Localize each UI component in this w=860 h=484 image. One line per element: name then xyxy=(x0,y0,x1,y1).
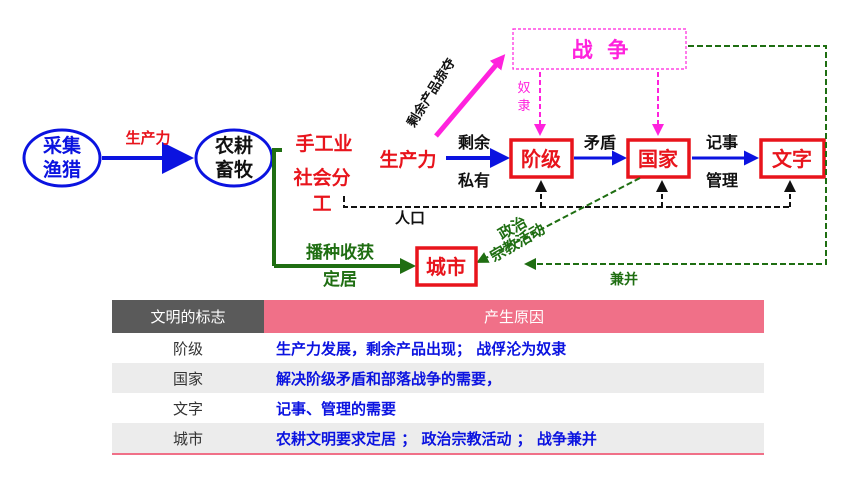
node-class-label: 阶级 xyxy=(521,147,561,171)
cell-reason: 农耕文明要求定居 ； 政治宗教活动 ； 战争兼并 xyxy=(264,423,764,455)
label-social-division-1: 社会分 xyxy=(292,166,350,189)
node-writing: 文字 xyxy=(759,138,826,179)
node-city-label: 城市 xyxy=(426,255,466,279)
label-settle: 定居 xyxy=(323,269,357,290)
label-productivity: 生产力 xyxy=(379,148,436,171)
cell-sign: 阶级 xyxy=(112,333,264,363)
label-manage: 管理 xyxy=(706,171,738,190)
cell-reason: 生产力发展，剩余产品出现； 战俘沦为奴隶 xyxy=(264,333,764,363)
label-population: 人口 xyxy=(395,209,425,227)
label-handicraft: 手工业 xyxy=(295,132,352,155)
label-annex: 兼并 xyxy=(610,271,638,288)
node-farm-line1: 农耕 xyxy=(214,134,253,157)
cell-reason: 解决阶级矛盾和部落战争的需要， xyxy=(264,363,764,393)
label-sow-harvest: 播种收获 xyxy=(306,242,374,263)
node-gather-line1: 采集 xyxy=(43,134,82,157)
node-state: 国家 xyxy=(626,138,691,179)
label-surplus: 剩余 xyxy=(458,133,491,152)
civilization-signs-table: 文明的标志 产生原因 阶级 生产力发展，剩余产品出现； 战俘沦为奴隶 国家 解决… xyxy=(112,300,764,455)
label-social-division-2: 工 xyxy=(312,193,331,215)
node-class: 阶级 xyxy=(509,138,574,179)
label-private: 私有 xyxy=(458,171,490,190)
cell-sign: 国家 xyxy=(112,363,264,393)
label-slave-1: 奴 xyxy=(517,80,530,96)
dashed-annex-line xyxy=(524,45,827,270)
arrow-politics-religion xyxy=(476,177,641,263)
table-header-row: 文明的标志 产生原因 xyxy=(112,300,764,333)
table-row: 国家 解决阶级矛盾和部落战争的需要， xyxy=(112,363,764,393)
header-sign: 文明的标志 xyxy=(112,300,264,333)
node-war-label: 战 争 xyxy=(572,38,629,62)
label-record: 记事 xyxy=(706,133,738,152)
cell-sign: 城市 xyxy=(112,423,264,455)
label-slave-2: 隶 xyxy=(517,99,530,114)
node-farm-line2: 畜牧 xyxy=(215,158,254,181)
dashed-population-line xyxy=(343,196,790,208)
civilization-diagram: 采集 渔猎 生产力 农耕 畜牧 手工业 社会分 工 生产力 剩余产品掠夺 剩余 … xyxy=(22,28,827,290)
cell-reason: 记事、管理的需要 xyxy=(264,393,764,423)
node-gather-fish-hunt: 采集 渔猎 xyxy=(22,128,102,188)
table-row: 城市 农耕文明要求定居 ； 政治宗教活动 ； 战争兼并 xyxy=(112,423,764,455)
node-city: 城市 xyxy=(415,246,478,287)
table-row: 阶级 生产力发展，剩余产品出现； 战俘沦为奴隶 xyxy=(112,333,764,363)
label-productivity-arrow: 生产力 xyxy=(125,129,170,147)
node-farm-herd: 农耕 畜牧 xyxy=(194,128,274,188)
node-war: 战 争 xyxy=(512,28,687,70)
label-contradiction: 矛盾 xyxy=(583,133,616,152)
header-reason: 产生原因 xyxy=(264,300,764,333)
arrow-surplus-plunder xyxy=(434,54,506,138)
table-row: 文字 记事、管理的需要 xyxy=(112,393,764,423)
node-writing-label: 文字 xyxy=(772,147,812,171)
node-state-label: 国家 xyxy=(638,147,679,171)
node-gather-line2: 渔猎 xyxy=(43,158,81,181)
cell-sign: 文字 xyxy=(112,393,264,423)
